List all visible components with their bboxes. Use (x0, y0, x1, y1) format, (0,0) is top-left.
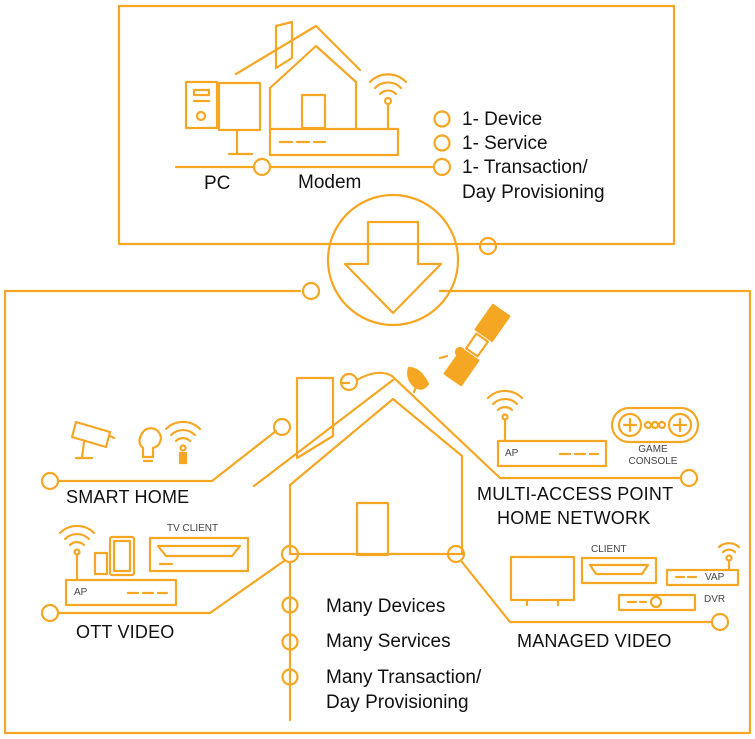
dvr-label: DVR (704, 594, 726, 605)
tv-client-icon (148, 536, 250, 573)
top-legend-item: 1- Device (462, 109, 543, 130)
top-legend-item: 1- Transaction/ (462, 157, 588, 178)
bottom-legend-item: Many Devices (326, 596, 446, 617)
satellite-icon (438, 303, 511, 387)
satellite-dish-icon (407, 366, 430, 394)
down-arrow-icon (326, 193, 460, 327)
game-controller-icon (610, 406, 700, 444)
wifi-icon (717, 542, 741, 572)
vap-label: VAP (705, 572, 725, 583)
modem-label: Modem (298, 172, 362, 193)
bottom-legend-bullets (281, 596, 299, 686)
light-bulb-icon (138, 427, 162, 463)
wifi-icon (486, 389, 524, 443)
top-panel-frame (117, 4, 676, 246)
tv-client-label: TV CLIENT (167, 523, 219, 534)
vap-box-icon (665, 568, 740, 587)
top-legend-bullets (432, 110, 452, 177)
access-point-icon (64, 578, 178, 607)
pc-icon (184, 80, 262, 156)
ap-label: AP (74, 587, 88, 598)
home-network-label: HOME NETWORK (497, 508, 651, 528)
client-label: CLIENT (591, 544, 627, 555)
game-console-label-line: GAME (638, 444, 668, 455)
tv-icon (509, 555, 576, 607)
top-legend-item: Day Provisioning (462, 182, 605, 203)
set-top-box-icon (580, 556, 658, 585)
multi-access-point-label: MULTI-ACCESS POINT (477, 484, 674, 504)
ap-label: AP (505, 448, 519, 459)
phone-icon (93, 551, 109, 576)
bottom-legend-item: Day Provisioning (326, 692, 469, 713)
smart-home-label: SMART HOME (66, 487, 190, 507)
tablet-icon (108, 535, 136, 577)
security-camera-icon (70, 420, 116, 460)
house-icon (234, 20, 362, 130)
modem-icon (268, 103, 400, 157)
ott-video-label: OTT VIDEO (76, 622, 175, 642)
wifi-icon (368, 73, 408, 106)
bottom-legend-item: Many Services (326, 631, 451, 652)
smart-plug-icon (164, 420, 202, 465)
bottom-legend-item: Many Transaction/ (326, 667, 482, 688)
wifi-icon (58, 524, 96, 582)
top-legend-item: 1- Service (462, 133, 548, 154)
game-console-label: GAME CONSOLE (626, 444, 680, 468)
bottom-panel-frame (3, 289, 752, 735)
pc-label: PC (204, 173, 231, 194)
house-icon (252, 371, 502, 557)
game-console-label-line: CONSOLE (628, 456, 678, 467)
dvr-icon (617, 593, 697, 612)
managed-video-label: MANAGED VIDEO (517, 631, 672, 651)
access-point-icon (496, 439, 608, 468)
